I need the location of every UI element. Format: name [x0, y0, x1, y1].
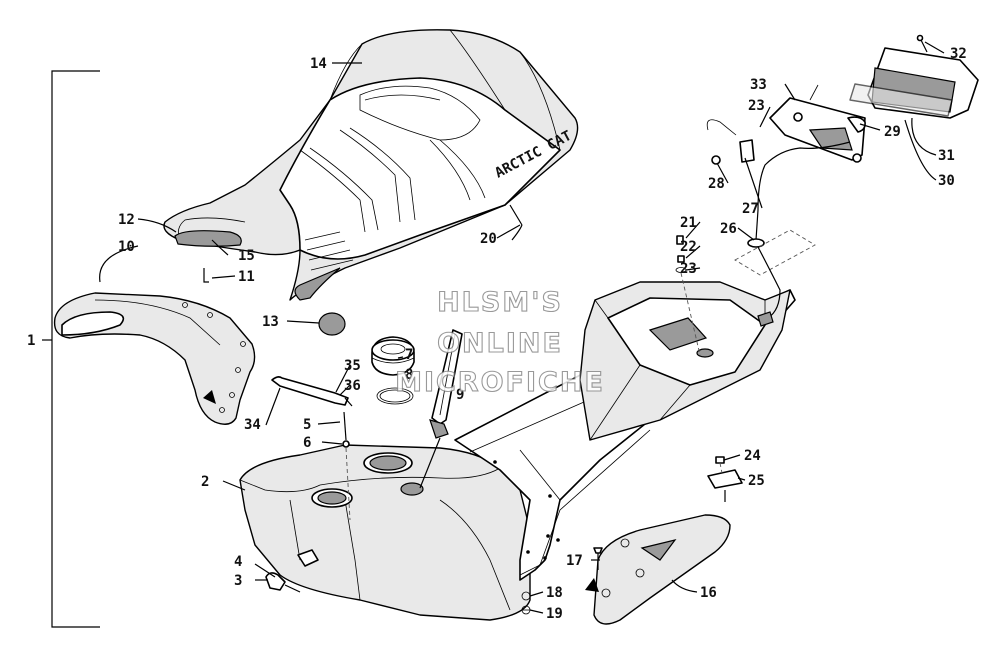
fuel-gauge [419, 329, 463, 489]
callout-26: 26 [720, 221, 737, 237]
callout-28: 28 [708, 176, 725, 192]
watermark-line-1: HLSM'S [437, 287, 563, 318]
callout-2: 2 [201, 474, 209, 490]
cap-gasket [376, 387, 414, 405]
callout-19: 19 [546, 606, 563, 622]
callout-labels: 1 2 3 4 5 6 7 8 9 10 11 12 13 14 15 16 1… [27, 46, 967, 622]
side-guard [585, 514, 731, 625]
callout-15: 15 [238, 248, 255, 264]
callout-24: 24 [744, 448, 761, 464]
callout-31: 31 [938, 148, 955, 164]
callout-7: 7 [405, 347, 413, 363]
callout-14: 14 [310, 56, 327, 72]
callout-4: 4 [234, 554, 242, 570]
callout-23a: 23 [680, 261, 697, 277]
callout-8: 8 [405, 367, 413, 383]
watermark: HLSM'S ONLINE MICROFICHE [395, 286, 605, 398]
fuel-cap [371, 336, 415, 376]
callout-33: 33 [750, 77, 767, 93]
callout-10: 10 [118, 239, 135, 255]
callout-13: 13 [262, 314, 279, 330]
callout-25: 25 [748, 473, 765, 489]
callout-5: 5 [303, 417, 311, 433]
callout-12: 12 [118, 212, 135, 228]
callout-18: 18 [546, 585, 563, 601]
seat-bracket [53, 292, 256, 425]
assembly-bracket [42, 70, 100, 628]
fuel-tank [239, 444, 531, 621]
callout-32: 32 [950, 46, 967, 62]
storage-compartment [579, 281, 791, 441]
callout-6: 6 [303, 435, 311, 451]
watermark-line-3: MICROFICHE [395, 367, 605, 398]
fuel-line [265, 376, 353, 593]
callout-29: 29 [884, 124, 901, 140]
callout-21: 21 [680, 215, 697, 231]
callout-17: 17 [566, 553, 583, 569]
taillight-assembly [706, 34, 979, 327]
leader-lines [99, 41, 945, 614]
callout-16: 16 [700, 585, 717, 601]
rubber-bumper [318, 312, 346, 336]
callout-1: 1 [27, 333, 35, 349]
callout-36: 36 [344, 378, 361, 394]
callout-27: 27 [742, 201, 759, 217]
callout-23b: 23 [748, 98, 765, 114]
callout-35: 35 [344, 358, 361, 374]
callout-34: 34 [244, 417, 261, 433]
callout-3: 3 [234, 573, 242, 589]
seat-cover: ARCTIC CAT [163, 29, 579, 301]
callout-20: 20 [480, 231, 497, 247]
watermark-line-2: ONLINE [437, 328, 563, 359]
callout-9: 9 [456, 387, 464, 403]
callout-11: 11 [238, 269, 255, 285]
callout-30: 30 [938, 173, 955, 189]
callout-22: 22 [680, 239, 697, 255]
